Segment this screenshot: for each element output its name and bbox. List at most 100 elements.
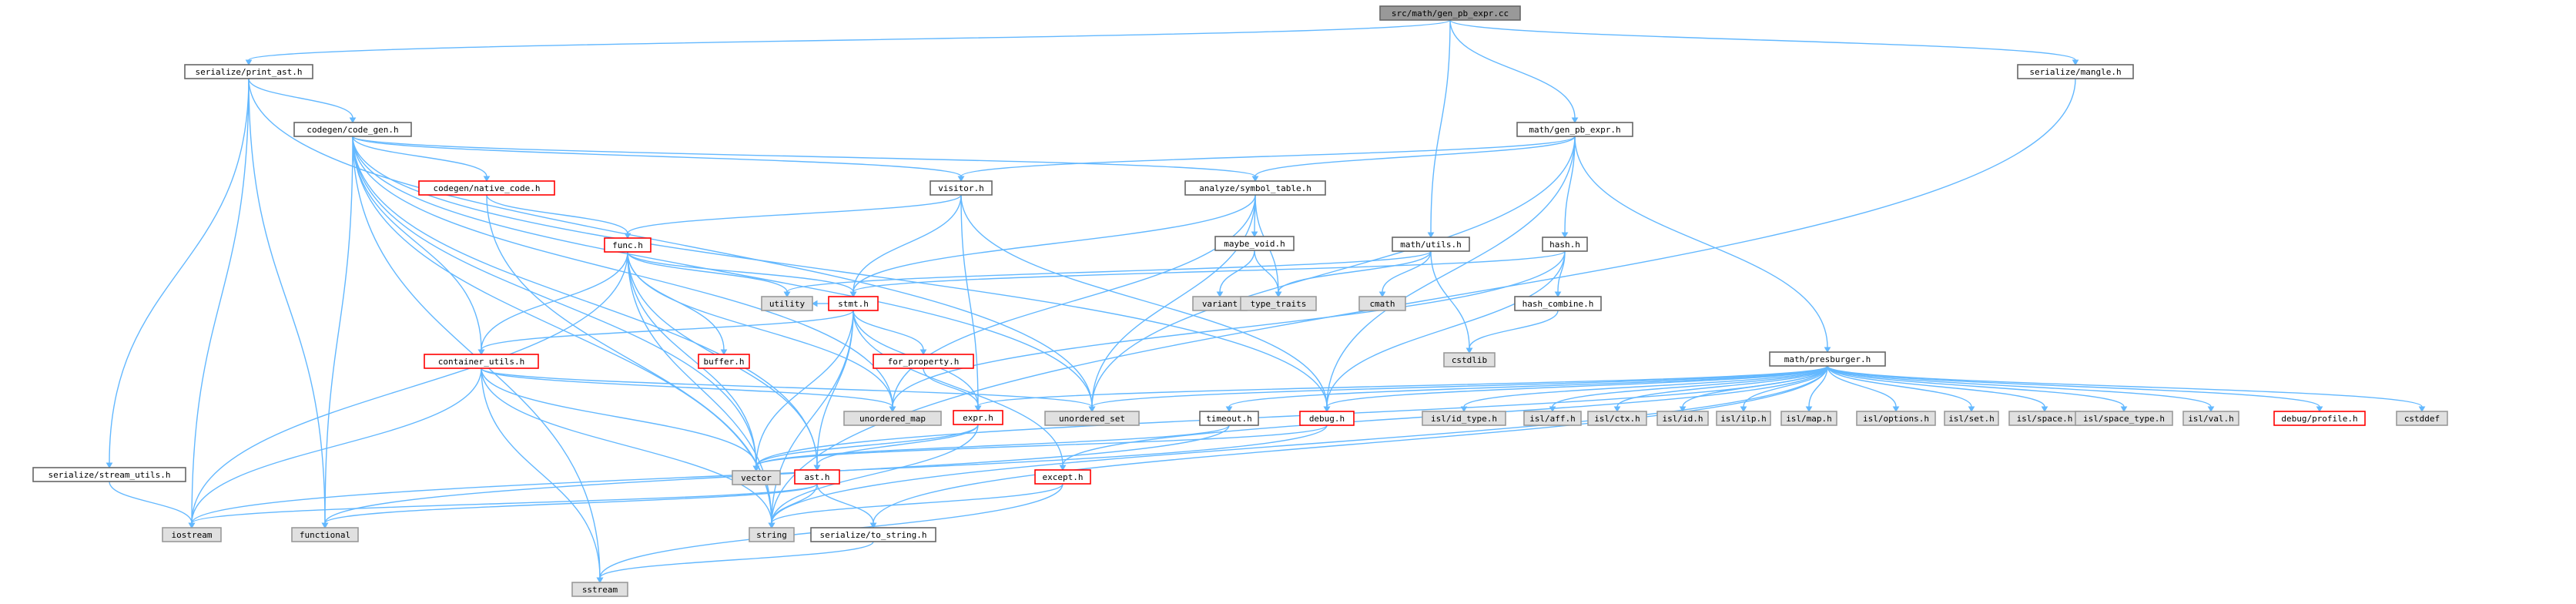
edge-container_utils-to-vector (481, 367, 760, 471)
node-box (1542, 237, 1588, 252)
node-debug[interactable]: debug.h (1299, 411, 1355, 426)
node-isl-aff[interactable]: isl/aff.h (1523, 411, 1582, 426)
node-isl-ilp[interactable]: isl/ilp.h (1716, 411, 1771, 426)
node-box (162, 527, 222, 542)
node-string[interactable]: string (749, 527, 795, 542)
node-isl-set[interactable]: isl/set.h (1944, 411, 1999, 426)
node-label: isl/space_type.h (2083, 414, 2165, 424)
edge-gen_pb_expr_h-to-unordered_set (1088, 136, 1576, 412)
node-root[interactable]: src/math/gen_pb_expr.cc (1379, 5, 1521, 21)
node-box (1358, 296, 1406, 311)
node-box (291, 527, 359, 542)
node-vector[interactable]: vector (732, 470, 781, 485)
node-functional[interactable]: functional (291, 527, 359, 542)
node-label: hash.h (1549, 240, 1580, 250)
edge-print_ast-to-stream_utils (106, 78, 250, 468)
node-code-gen[interactable]: codegen/code_gen.h (293, 122, 412, 137)
node-label: sstream (582, 585, 618, 595)
node-stmt[interactable]: stmt.h (828, 296, 879, 311)
edge-gen_pb_expr_h-to-hash (1561, 136, 1576, 238)
node-print-ast[interactable]: serialize/print_ast.h (184, 64, 313, 79)
node-label: math/presburger.h (1784, 354, 1871, 364)
node-label: cstdlib (1452, 355, 1487, 365)
node-expr[interactable]: expr.h (953, 410, 1003, 425)
node-label: expr.h (963, 413, 993, 423)
edge-root-to-math_utils (1427, 19, 1451, 238)
node-timeout[interactable]: timeout.h (1199, 411, 1259, 426)
node-ast[interactable]: ast.h (794, 469, 840, 485)
edge-code_gen-to-string (352, 136, 775, 528)
node-hash[interactable]: hash.h (1542, 237, 1588, 252)
node-unordered-set[interactable]: unordered_set (1044, 411, 1140, 426)
edge-presburger-to-isl_ctx (1613, 365, 1828, 412)
node-buffer[interactable]: buffer.h (698, 354, 750, 369)
node-gen-pb-expr-h[interactable]: math/gen_pb_expr.h (1516, 122, 1633, 137)
node-native-code[interactable]: codegen/native_code.h (418, 180, 555, 196)
node-isl-id[interactable]: isl/id.h (1656, 411, 1709, 426)
node-box (2017, 64, 2134, 79)
node-box (1240, 296, 1317, 311)
node-iostream[interactable]: iostream (162, 527, 222, 542)
node-box (761, 296, 813, 311)
edge-presburger-to-debug (1323, 365, 1828, 412)
edge-native_code-to-func (486, 194, 631, 239)
node-container-utils[interactable]: container_utils.h (424, 354, 539, 369)
node-isl-options[interactable]: isl/options.h (1856, 411, 1936, 426)
node-box (293, 122, 412, 137)
node-utility[interactable]: utility (761, 296, 813, 311)
node-isl-map[interactable]: isl/map.h (1780, 411, 1837, 426)
node-label: cstddef (2404, 414, 2440, 424)
edge-except-to-string (768, 483, 1064, 528)
node-debug-profile[interactable]: debug/profile.h (2273, 411, 2366, 426)
edge-ast-to-iostream (188, 483, 818, 528)
node-for-property[interactable]: for_property.h (873, 354, 974, 369)
node-label: math/gen_pb_expr.h (1529, 125, 1620, 135)
node-hash-combine[interactable]: hash_combine.h (1514, 296, 1602, 311)
node-label: vector (741, 473, 772, 483)
node-box (1780, 411, 1837, 426)
edge-gen_pb_expr_h-to-presburger (1574, 136, 1831, 353)
node-label: isl/val.h (2188, 414, 2234, 424)
node-box (571, 582, 628, 597)
node-type-traits[interactable]: type_traits (1240, 296, 1317, 311)
node-isl-space[interactable]: isl/space.h (2008, 411, 2081, 426)
node-isl-ctx[interactable]: isl/ctx.h (1587, 411, 1647, 426)
node-presburger[interactable]: math/presburger.h (1769, 351, 1886, 367)
node-math-utils[interactable]: math/utils.h (1392, 237, 1470, 252)
node-sstream[interactable]: sstream (571, 582, 628, 597)
node-except[interactable]: except.h (1034, 469, 1091, 485)
node-box (2396, 411, 2448, 426)
node-box (698, 354, 750, 369)
node-label: debug.h (1309, 414, 1345, 424)
edge-presburger-to-cstddef (1827, 365, 2426, 412)
node-isl-val[interactable]: isl/val.h (2182, 411, 2239, 426)
node-stream-utils[interactable]: serialize/stream_utils.h (32, 467, 186, 482)
node-cstdlib[interactable]: cstdlib (1443, 352, 1496, 367)
edge-func-to-string (627, 251, 775, 528)
edge-code_gen-to-debug (352, 136, 1331, 412)
node-isl-space-type[interactable]: isl/space_type.h (2075, 411, 2173, 426)
edge-maybe_void-to-variant (1216, 250, 1255, 297)
node-to-string[interactable]: serialize/to_string.h (810, 527, 936, 542)
edge-root-to-print_ast (245, 19, 1451, 65)
node-variant[interactable]: variant (1192, 296, 1248, 311)
node-func[interactable]: func.h (604, 237, 652, 253)
node-box (1523, 411, 1582, 426)
edge-root-to-gen_pb_expr_h (1449, 19, 1579, 123)
node-isl-id-type[interactable]: isl/id_type.h (1422, 411, 1506, 426)
node-cmath[interactable]: cmath (1358, 296, 1406, 311)
node-box (1034, 469, 1091, 485)
edge-print_ast-to-code_gen (248, 78, 357, 123)
node-analyze[interactable]: analyze/symbol_table.h (1184, 180, 1326, 196)
node-box (749, 527, 795, 542)
node-box (1587, 411, 1647, 426)
edge-visitor-to-func (624, 194, 962, 239)
node-box (1199, 411, 1259, 426)
node-visitor[interactable]: visitor.h (930, 180, 993, 196)
edge-presburger-to-isl_val (1827, 365, 2215, 412)
node-mangle[interactable]: serialize/mangle.h (2017, 64, 2134, 79)
node-maybe-void[interactable]: maybe_void.h (1214, 236, 1295, 251)
node-cstddef[interactable]: cstddef (2396, 411, 2448, 426)
node-label: buffer.h (704, 357, 745, 367)
node-unordered-map[interactable]: unordered_map (843, 411, 942, 426)
